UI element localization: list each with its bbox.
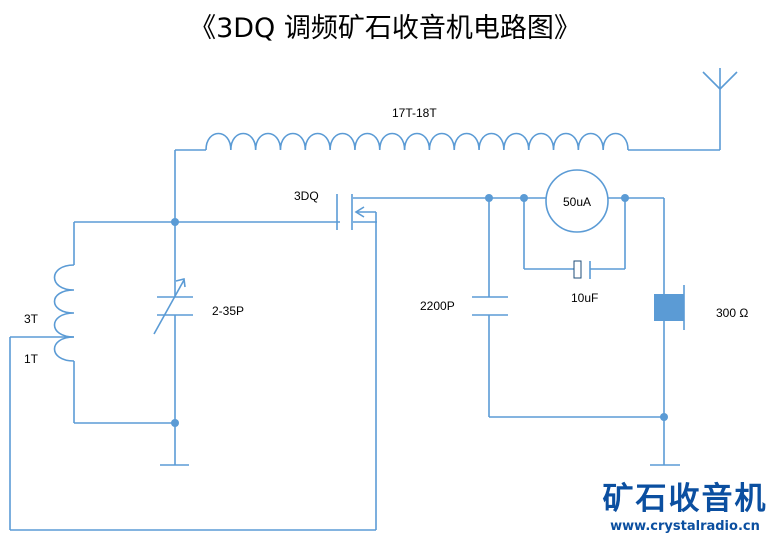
junction-dot (520, 194, 528, 202)
ground-left-icon (160, 423, 189, 466)
site-logo: 矿石收音机 www.crystalradio.cn (600, 482, 770, 536)
junction-dot (171, 419, 179, 427)
logo-url: www.crystalradio.cn (610, 519, 760, 534)
diagram-title: 《3DQ 调频矿石收音机电路图》 (189, 13, 581, 44)
junction-dot (621, 194, 629, 202)
variable-capacitor (153, 222, 193, 423)
tap-coil-upper-label: 3T (24, 312, 39, 326)
antenna-icon (702, 68, 738, 150)
tap-coil-lower-label: 1T (24, 352, 39, 366)
filter-capacitor-label: 2200P (420, 299, 455, 313)
junction-dot (485, 194, 493, 202)
earphone-icon (654, 198, 685, 465)
variable-capacitor-label: 2-35P (212, 304, 244, 318)
main-coil (174, 132, 720, 222)
junction-dot (660, 413, 668, 421)
earphone-label: 300 Ω (716, 306, 748, 320)
main-coil-label: 17T-18T (392, 106, 437, 120)
transistor-3dq (336, 194, 489, 530)
meter (545, 169, 664, 233)
electrolytic-capacitor (523, 198, 626, 279)
logo-name: 矿石收音机 (602, 481, 768, 517)
filter-capacitor (472, 198, 664, 418)
tap-coil (10, 264, 75, 423)
transistor-label: 3DQ (294, 189, 319, 203)
meter-label: 50uA (563, 195, 591, 209)
electrolytic-capacitor-label: 10uF (571, 291, 598, 305)
junction-dot (171, 218, 179, 226)
